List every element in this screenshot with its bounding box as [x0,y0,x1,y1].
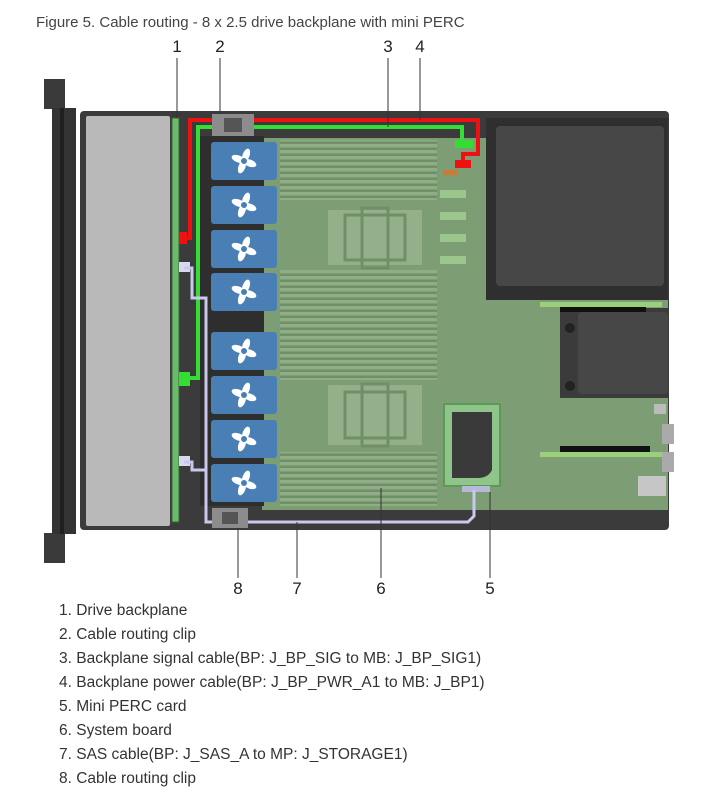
callout-1: 1 [172,37,182,56]
backplane-power-cable [183,118,480,240]
drive-backplane [171,117,180,523]
dimm-banks [280,140,437,506]
mini-perc-card [443,403,501,492]
cable-routing-clip-bottom [212,508,248,528]
cpu-socket-1 [328,206,422,270]
legend-item: 2. Cable routing clip [59,626,196,643]
fan-icon [211,186,277,224]
rear-io-ports [638,404,674,496]
fan-icon [211,376,277,414]
callout-6: 6 [376,579,386,598]
drive-bay [86,116,170,526]
cooling-fans [211,142,277,502]
sas-cable [184,266,476,524]
board-connectors [440,170,466,264]
server-cable-routing-diagram [44,58,674,578]
legend-item: 8. Cable routing clip [59,770,196,787]
fan-icon [211,230,277,268]
legend-item: 4. Backplane power cable(BP: J_BP_PWR_A1… [59,674,485,691]
figure-caption: Figure 5. Cable routing - 8 x 2.5 drive … [36,14,465,31]
front-bezel [44,79,76,563]
legend-list: 1. Drive backplane 2. Cable routing clip… [59,599,485,791]
fan-icon [211,273,277,311]
legend-item: 7. SAS cable(BP: J_SAS_A to MP: J_STORAG… [59,746,408,763]
callout-2: 2 [215,37,225,56]
fan-icon [211,420,277,458]
legend-item: 1. Drive backplane [59,602,188,619]
legend-item: 3. Backplane signal cable(BP: J_BP_SIG t… [59,650,482,667]
power-supply-area [486,118,668,300]
signal-cable-connector [455,140,473,148]
legend-item: 6. System board [59,722,172,739]
cable-routing-clip-top [212,114,254,136]
callout-8: 8 [233,579,243,598]
power-cable-connector [455,160,471,168]
fan-icon [211,464,277,502]
legend-item: 5. Mini PERC card [59,698,187,715]
callout-4: 4 [415,37,425,56]
callout-7: 7 [292,579,302,598]
riser-area [540,302,668,457]
fan-icon [211,332,277,370]
callout-leader-lines [176,58,491,578]
cpu-socket-2 [328,382,422,448]
callout-3: 3 [383,37,393,56]
callout-5: 5 [485,579,495,598]
fan-icon [211,142,277,180]
